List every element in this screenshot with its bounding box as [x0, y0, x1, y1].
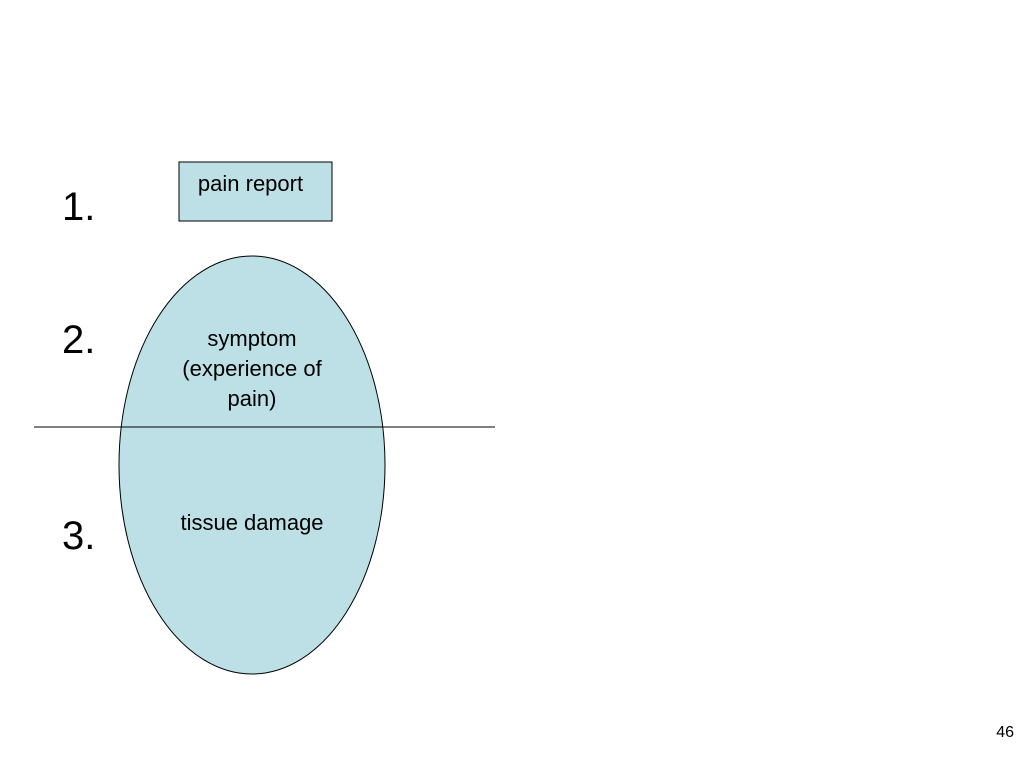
level-number-3: 3.	[62, 514, 96, 558]
symptom-label: symptom (experience of pain)	[152, 324, 352, 414]
pain-report-box	[178, 161, 333, 222]
pain-ellipse	[118, 255, 386, 675]
pain-report-label: pain report	[197, 171, 304, 196]
page-number: 46	[996, 724, 1014, 741]
level-number-1: 1.	[62, 185, 96, 229]
symptom-label-line: symptom	[207, 326, 297, 351]
tissue-damage-label: tissue damage	[180, 510, 324, 535]
symptom-label-line: pain)	[227, 386, 277, 411]
symptom-label-line: (experience of	[182, 356, 322, 381]
level-number-2: 2.	[62, 318, 96, 362]
